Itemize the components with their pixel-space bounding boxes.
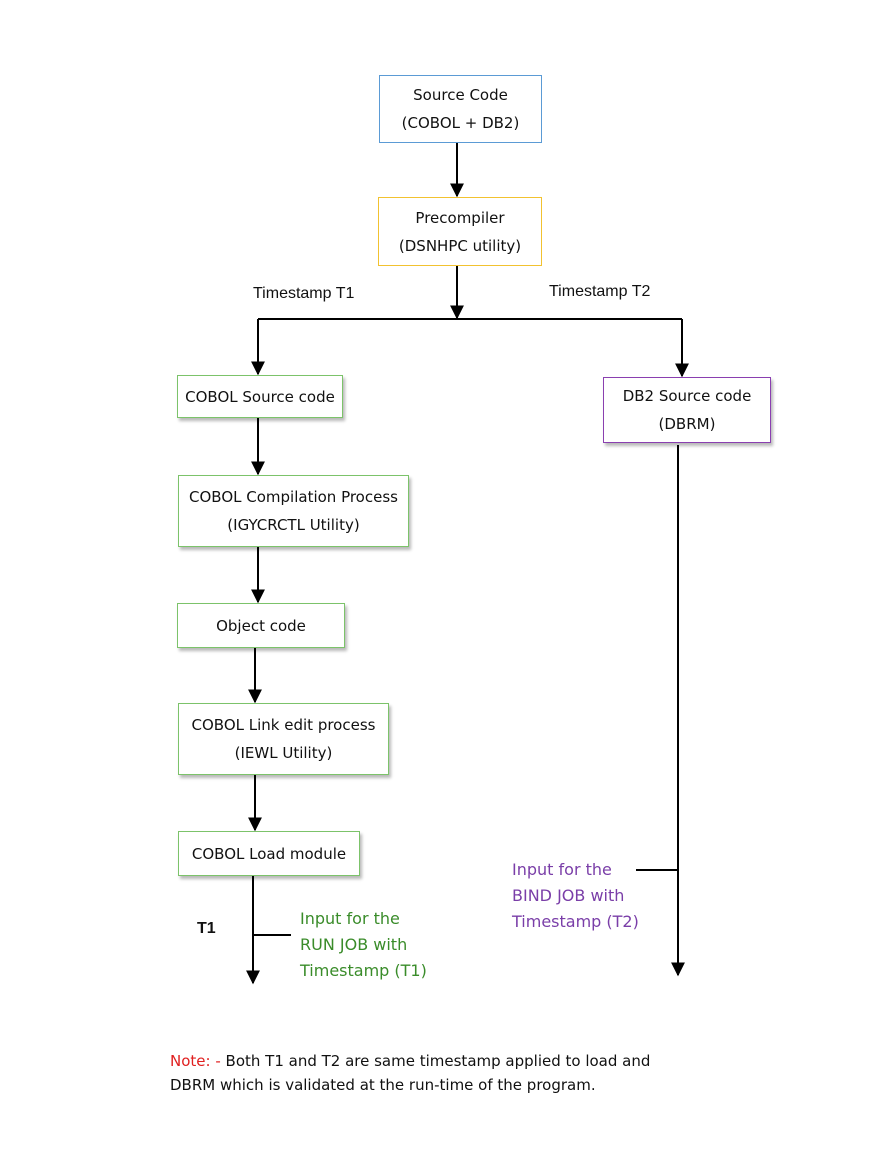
object-code-box: Object code (177, 603, 345, 648)
t1-label: T1 (197, 920, 216, 937)
link-edit-box: COBOL Link edit process (IEWL Utility) (178, 703, 389, 775)
link-edit-subtitle: (IEWL Utility) (234, 744, 333, 762)
source-code-box: Source Code (COBOL + DB2) (379, 75, 542, 143)
cobol-source-box: COBOL Source code (177, 375, 343, 418)
note-prefix: Note: - (170, 1052, 221, 1070)
compilation-subtitle: (IGYCRCTL Utility) (227, 516, 360, 534)
timestamp-t1-label: Timestamp T1 (253, 285, 355, 302)
db2-source-subtitle: (DBRM) (658, 415, 716, 433)
db2-source-box: DB2 Source code (DBRM) (603, 377, 771, 443)
source-code-title: Source Code (413, 86, 508, 104)
bind-job-line1: Input for the (512, 860, 612, 879)
source-code-subtitle: (COBOL + DB2) (401, 114, 520, 132)
load-module-box: COBOL Load module (178, 831, 360, 876)
note-text-line1: Both T1 and T2 are same timestamp applie… (225, 1052, 651, 1070)
cobol-source-title: COBOL Source code (185, 387, 335, 406)
bind-job-line3: Timestamp (T2) (512, 912, 639, 931)
run-job-line1: Input for the (300, 909, 400, 928)
run-job-line2: RUN JOB with (300, 935, 408, 954)
note-text-line2: DBRM which is validated at the run-time … (170, 1076, 596, 1094)
precompiler-box: Precompiler (DSNHPC utility) (378, 197, 542, 266)
object-code-title: Object code (216, 616, 306, 635)
link-edit-title: COBOL Link edit process (191, 716, 376, 734)
bind-job-line2: BIND JOB with (512, 886, 625, 905)
load-module-title: COBOL Load module (191, 844, 347, 863)
compilation-title: COBOL Compilation Process (189, 488, 398, 506)
note-block: Note: - Both T1 and T2 are same timestam… (170, 1049, 650, 1097)
run-job-line3: Timestamp (T1) (300, 961, 427, 980)
precompiler-subtitle: (DSNHPC utility) (398, 236, 522, 255)
db2-source-title: DB2 Source code (622, 387, 752, 405)
note-line1: Note: - Both T1 and T2 are same timestam… (170, 1049, 650, 1073)
run-job-annotation: Input for the RUN JOB with Timestamp (T1… (300, 906, 427, 984)
timestamp-t2-label: Timestamp T2 (549, 283, 651, 300)
precompiler-title: Precompiler (415, 208, 505, 227)
compilation-box: COBOL Compilation Process (IGYCRCTL Util… (178, 475, 409, 547)
bind-job-annotation: Input for the BIND JOB with Timestamp (T… (512, 857, 639, 935)
